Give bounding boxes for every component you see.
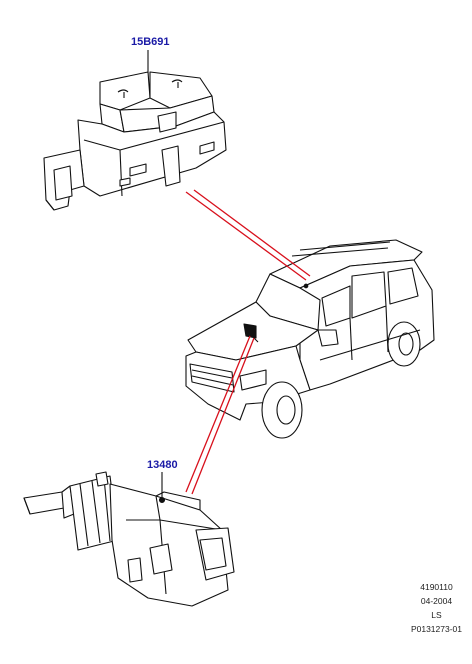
diagram-metadata: 4190110 04-2004 LS P0131273-01 <box>411 580 462 636</box>
vehicle-drawing <box>185 239 435 439</box>
switch-assembly-drawing <box>43 50 227 211</box>
brake-switch-drawing <box>23 471 235 607</box>
meta-line-3: LS <box>431 610 442 620</box>
meta-line-4: P0131273-01 <box>410 624 462 634</box>
callout-lines <box>185 189 311 495</box>
part-number-lower: 13480 <box>147 459 178 471</box>
meta-line-2: 04-2004 <box>420 596 453 606</box>
meta-line-1: 4190110 <box>420 582 453 592</box>
part-number-upper: 15B691 <box>131 36 170 48</box>
